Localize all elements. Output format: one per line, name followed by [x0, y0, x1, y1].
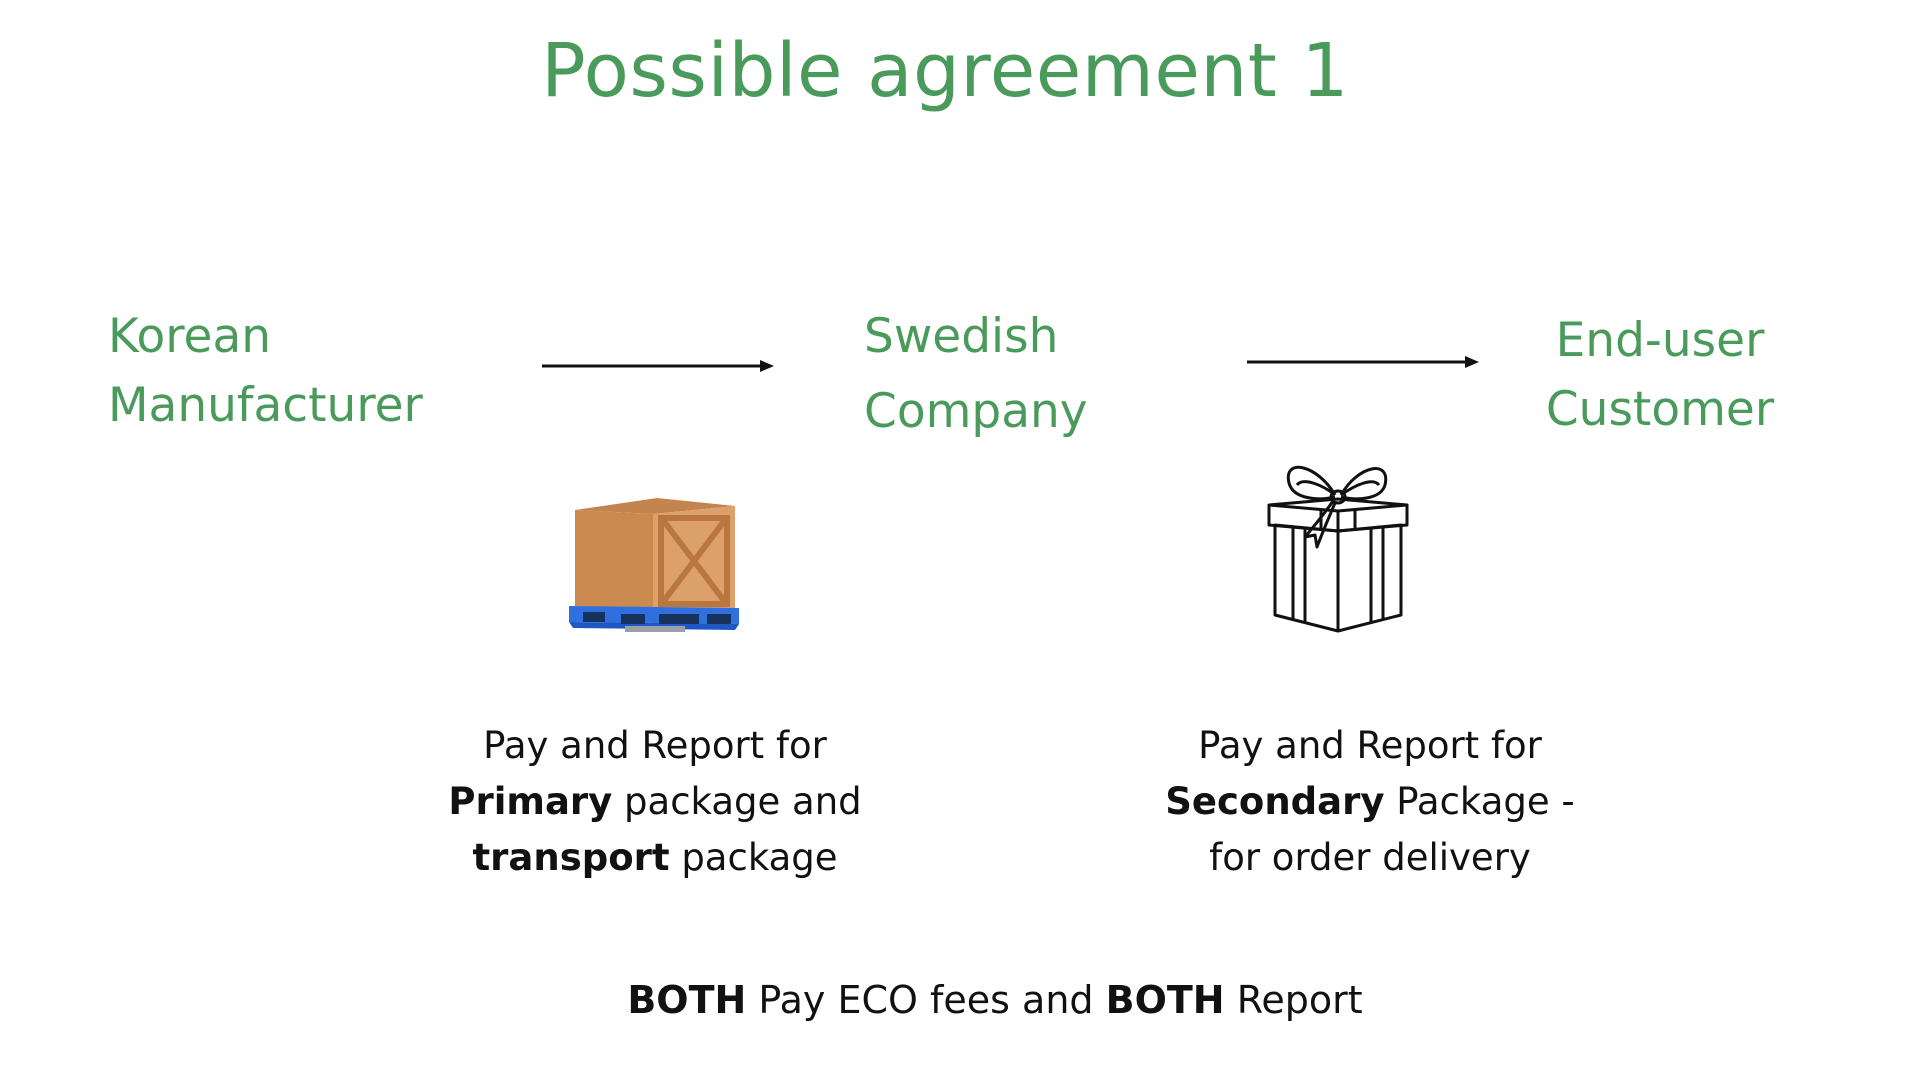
primary-package-caption: Pay and Report for Primary package and t… — [430, 718, 880, 886]
right-arrow-icon — [1247, 356, 1479, 368]
caption-right-line2: Secondary Package - — [1140, 774, 1600, 830]
caption-left-line3: transport package — [430, 830, 880, 886]
primary-bold: Primary — [448, 780, 613, 823]
caption-right-line2-rest: Package - — [1384, 780, 1575, 823]
caption-left-line2: Primary package and — [430, 774, 880, 830]
transport-bold: transport — [472, 836, 670, 879]
swedish-line1: Swedish — [864, 309, 1059, 364]
footer-summary: BOTH Pay ECO fees and BOTH Report — [0, 978, 1920, 1022]
footer-text-1: Pay ECO fees and — [746, 978, 1106, 1022]
korean-line2: Manufacturer — [108, 378, 423, 433]
korean-manufacturer-label: Korean Manufacturer — [108, 302, 423, 440]
gift-box-icon — [1267, 465, 1409, 633]
right-arrow-icon — [542, 360, 774, 372]
secondary-package-caption: Pay and Report for Secondary Package - f… — [1140, 718, 1600, 886]
swedish-line2: Company — [864, 384, 1088, 439]
cardboard-box-on-pallet-icon — [569, 498, 739, 632]
footer-both-1: BOTH — [627, 978, 747, 1022]
caption-left-line2-rest: package and — [612, 780, 862, 823]
caption-left-line1: Pay and Report for — [483, 724, 827, 767]
caption-right-line3: for order delivery — [1209, 836, 1531, 879]
caption-left-line3-rest: package — [669, 836, 838, 879]
korean-line1: Korean — [108, 309, 272, 364]
enduser-line1: End-user — [1555, 313, 1765, 368]
caption-right-line1: Pay and Report for — [1198, 724, 1542, 767]
footer-both-2: BOTH — [1105, 978, 1225, 1022]
footer-text-2: Report — [1224, 978, 1363, 1022]
page-title: Possible agreement 1 — [541, 28, 1349, 114]
swedish-company-label: Swedish Company — [864, 299, 1088, 449]
end-user-customer-label: End-user Customer — [1510, 306, 1810, 444]
secondary-bold: Secondary — [1165, 780, 1385, 823]
enduser-line2: Customer — [1545, 382, 1775, 437]
